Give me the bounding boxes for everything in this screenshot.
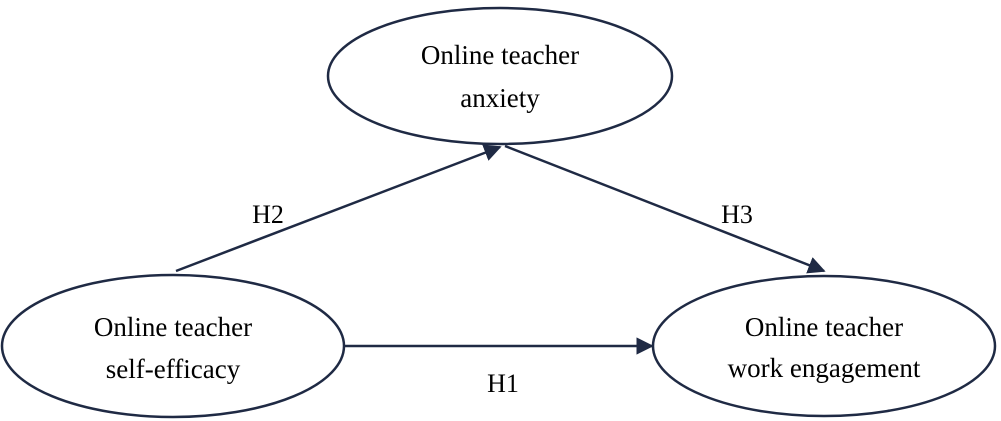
node-self-efficacy-line2: self-efficacy [106,354,241,384]
node-anxiety-ellipse [326,6,674,146]
node-anxiety: Online teacher anxiety [326,6,674,146]
node-work-engagement-line2: work engagement [728,353,921,383]
node-self-efficacy-line1: Online teacher [94,312,252,342]
node-anxiety-line2: anxiety [460,83,540,113]
edge-h1-label: H1 [487,369,519,398]
node-work-engagement-line1: Online teacher [745,312,903,342]
node-self-efficacy-ellipse [0,273,346,419]
node-anxiety-line1: Online teacher [421,40,579,70]
node-self-efficacy: Online teacher self-efficacy [0,273,346,419]
edge-h2-label: H2 [252,200,284,229]
edge-h2-arrow [175,144,502,273]
edge-h3-label: H3 [721,200,753,229]
node-work-engagement: Online teacher work engagement [651,274,997,418]
edge-h3-arrow [504,144,826,274]
node-work-engagement-ellipse [651,274,997,418]
